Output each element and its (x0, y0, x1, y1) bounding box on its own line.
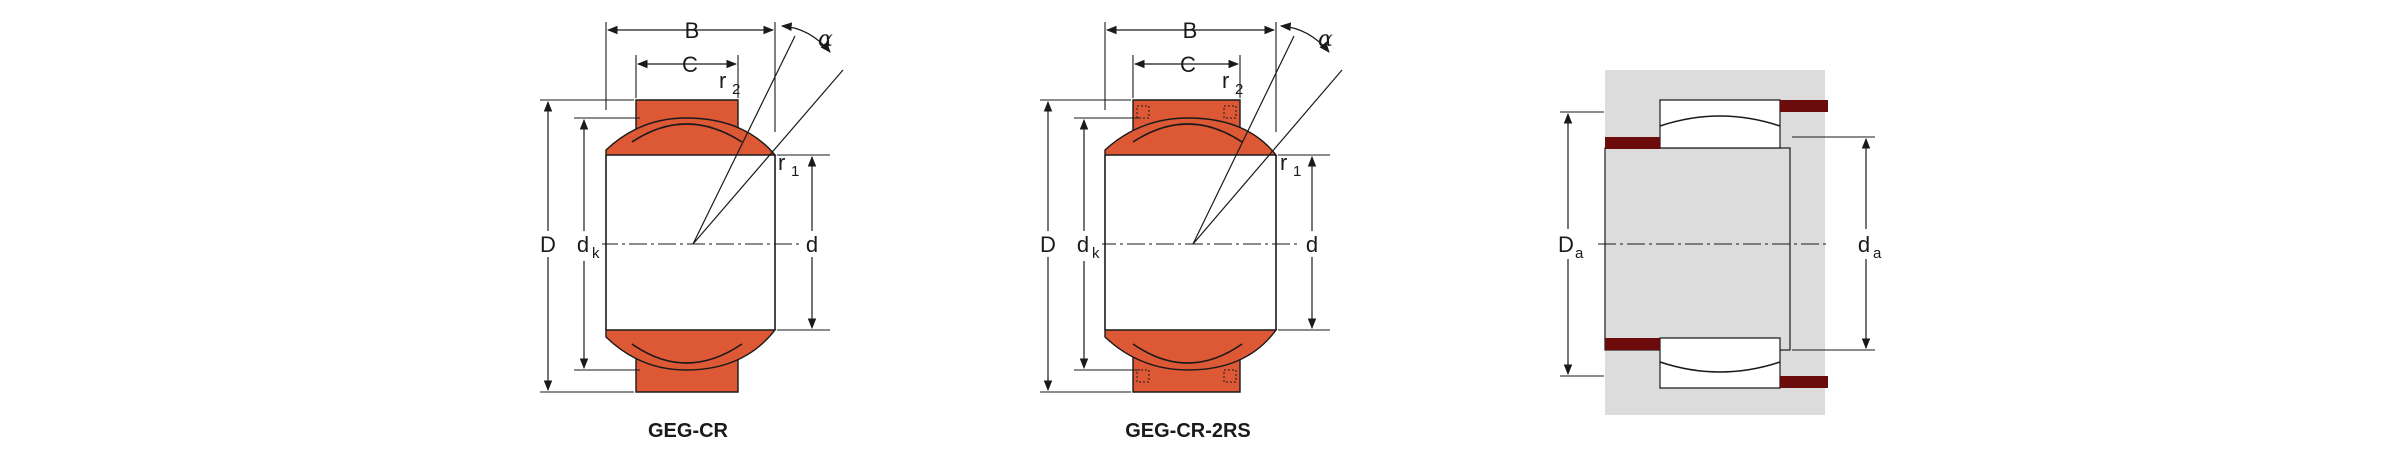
inner-ring-top (1104, 117, 1278, 156)
sphere-arc-bottom (1132, 343, 1243, 364)
figure-geg-cr-2rs: B C r 2 r 1 α D d k d G (1036, 18, 1343, 442)
label-c: C (682, 52, 698, 77)
label-r2-sub: 2 (732, 81, 740, 98)
alpha-line-1 (1192, 35, 1295, 245)
alpha-line-1 (692, 35, 796, 245)
inner-ring-bottom (605, 329, 777, 371)
label-r2-sub: 2 (1235, 81, 1243, 98)
label-d-outer: D (1040, 232, 1056, 257)
label-r1-sub: 1 (791, 163, 799, 180)
ring-arc-top (1659, 115, 1781, 127)
shoulder-top-left (1605, 137, 1660, 149)
alpha-line-2 (692, 69, 844, 245)
sphere-arc-bottom (631, 343, 743, 364)
figure-geg-cr: B C r 2 r 1 α D d k d (536, 18, 844, 442)
label-da-inner: d (1858, 232, 1870, 257)
label-dk: d (1077, 232, 1089, 257)
bearing-ring-bottom (1659, 337, 1781, 389)
label-da-inner-sub: a (1873, 245, 1882, 262)
shaft-outline (1604, 147, 1791, 351)
seal-bottom-right (1223, 369, 1237, 383)
label-dk: d (577, 232, 589, 257)
sphere-arc-top (1132, 123, 1243, 143)
label-c: C (1180, 52, 1196, 77)
label-r1: r (778, 150, 785, 175)
label-d-outer: D (540, 232, 556, 257)
bearing-ring-top (1659, 99, 1781, 149)
label-dk-sub: k (1092, 245, 1100, 262)
label-d-bore: d (1306, 232, 1318, 257)
label-r2: r (719, 68, 726, 93)
label-b: B (685, 18, 700, 43)
alpha-line-2 (1192, 69, 1343, 245)
label-da-outer: D (1558, 232, 1574, 257)
label-b: B (1183, 18, 1198, 43)
shoulder-bottom-right (1780, 376, 1828, 388)
sphere-arc-top (631, 123, 743, 143)
alpha-arc (780, 22, 831, 53)
shoulder-bottom-left (1605, 338, 1660, 350)
label-alpha: α (1318, 27, 1333, 52)
label-da-outer-sub: a (1575, 245, 1584, 262)
label-r2: r (1222, 68, 1229, 93)
seal-top-right (1223, 105, 1237, 119)
label-d-bore: d (806, 232, 818, 257)
shoulder-top-right (1780, 100, 1828, 112)
figure-mounting-dimensions: D a d a (1554, 70, 1886, 415)
caption-geg-cr-2rs: GEG-CR-2RS (1125, 420, 1251, 442)
inner-ring-bottom (1104, 329, 1278, 371)
label-alpha: α (818, 27, 833, 52)
ring-arc-bottom (1659, 361, 1781, 373)
label-r1: r (1280, 150, 1287, 175)
label-r1-sub: 1 (1293, 163, 1301, 180)
seal-top-left (1136, 105, 1150, 119)
caption-geg-cr: GEG-CR (648, 420, 729, 442)
alpha-arc (1279, 22, 1330, 53)
seal-bottom-left (1136, 369, 1150, 383)
label-dk-sub: k (592, 245, 600, 262)
inner-ring-top (605, 117, 777, 156)
